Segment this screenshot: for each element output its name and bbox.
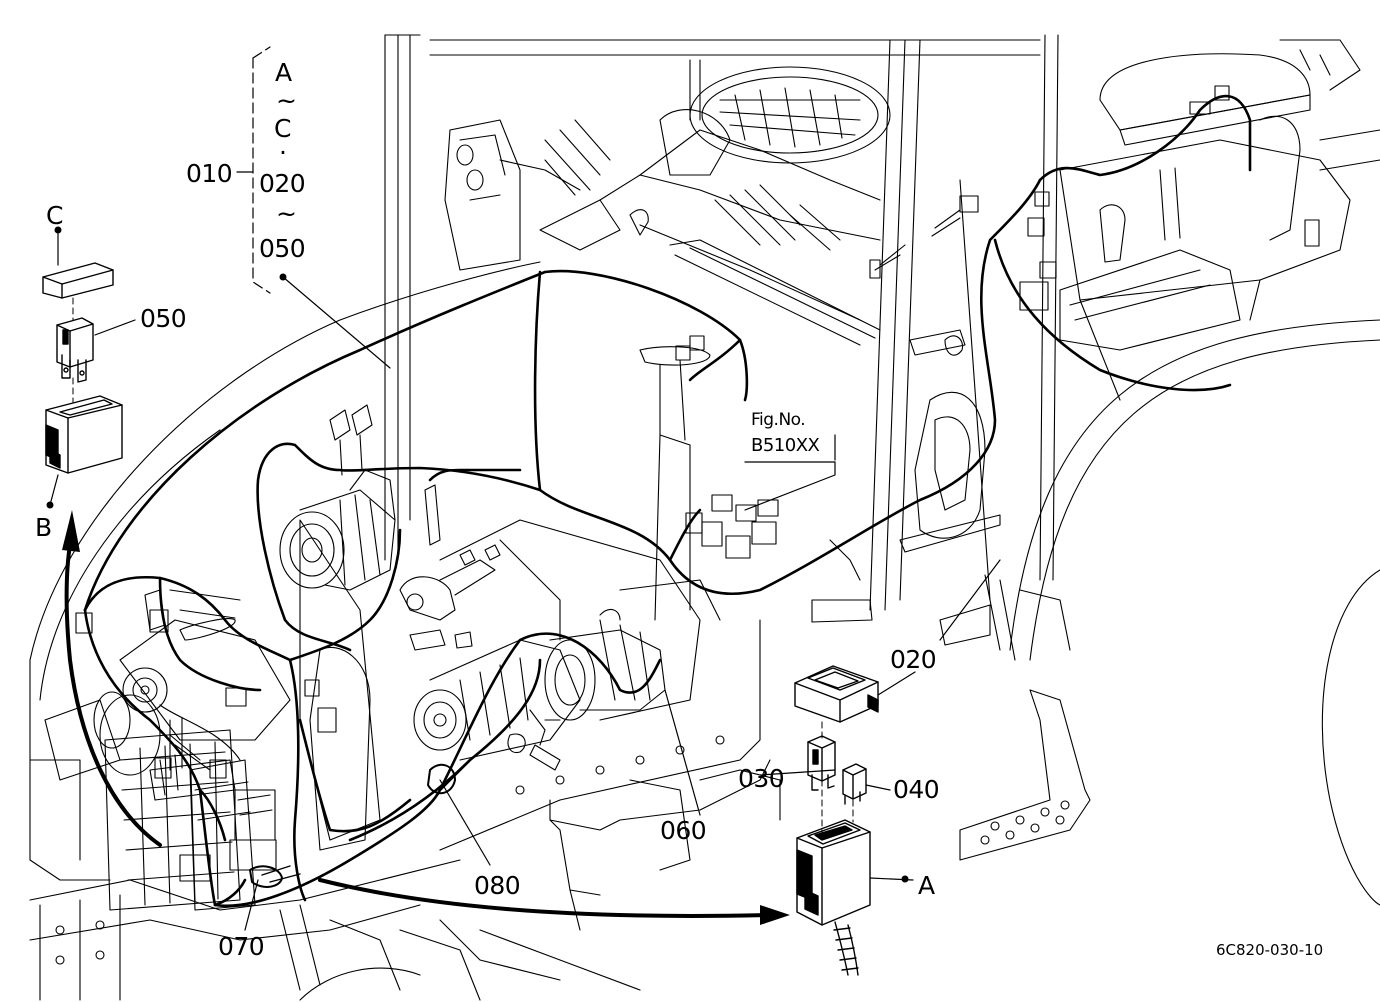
range-line-050: 050 bbox=[259, 234, 306, 263]
leader-dots bbox=[46, 226, 909, 883]
callout-030: 030 bbox=[738, 764, 785, 793]
exploded-lines bbox=[72, 297, 854, 836]
range-tilde-2: ~ bbox=[276, 199, 297, 228]
cab-frame-drawing bbox=[384, 34, 1059, 611]
fig-ref-line2: B510XX bbox=[751, 435, 820, 456]
drawing-code: 6C820-030-10 bbox=[1216, 941, 1324, 959]
callout-020: 020 bbox=[890, 645, 937, 674]
hood-engine-drawing bbox=[29, 119, 1001, 1001]
callout-050: 050 bbox=[140, 304, 187, 333]
range-dot: · bbox=[279, 138, 287, 167]
alternator-starter-drawing bbox=[413, 609, 666, 771]
callout-070: 070 bbox=[218, 932, 265, 961]
compressor-drawing bbox=[99, 404, 501, 776]
detail-ref-a: A bbox=[918, 871, 935, 900]
seat-and-levers-drawing bbox=[959, 39, 1380, 906]
leader-lines bbox=[49, 46, 1001, 931]
range-line-020: 020 bbox=[259, 169, 306, 198]
detail-040-fuse bbox=[842, 763, 867, 805]
range-line-c: C bbox=[274, 114, 291, 143]
arrowhead-b bbox=[62, 510, 80, 552]
harness-connectors-drawing bbox=[75, 85, 1320, 882]
detail-c-cover bbox=[42, 262, 114, 299]
range-line-a: A bbox=[275, 58, 292, 87]
callout-040: 040 bbox=[893, 775, 940, 804]
detail-b-socket bbox=[45, 395, 123, 474]
detail-020-cover bbox=[794, 665, 879, 723]
arrowhead-a bbox=[760, 905, 790, 925]
callout-010: 010 bbox=[186, 159, 233, 188]
detail-ref-b: B bbox=[35, 513, 52, 542]
range-tilde-1: ~ bbox=[276, 86, 297, 115]
main-harness bbox=[83, 94, 1252, 908]
detail-050-relay bbox=[56, 317, 94, 383]
detail-ref-c: C bbox=[46, 201, 63, 230]
fig-ref-line1: Fig.No. bbox=[751, 410, 806, 430]
detail-a-socket bbox=[796, 819, 871, 976]
callout-080: 080 bbox=[474, 871, 521, 900]
steering-wheel-drawing bbox=[539, 59, 891, 346]
detail-030-relay bbox=[807, 735, 836, 791]
detail-arrows bbox=[64, 543, 772, 918]
callout-060: 060 bbox=[660, 816, 707, 845]
